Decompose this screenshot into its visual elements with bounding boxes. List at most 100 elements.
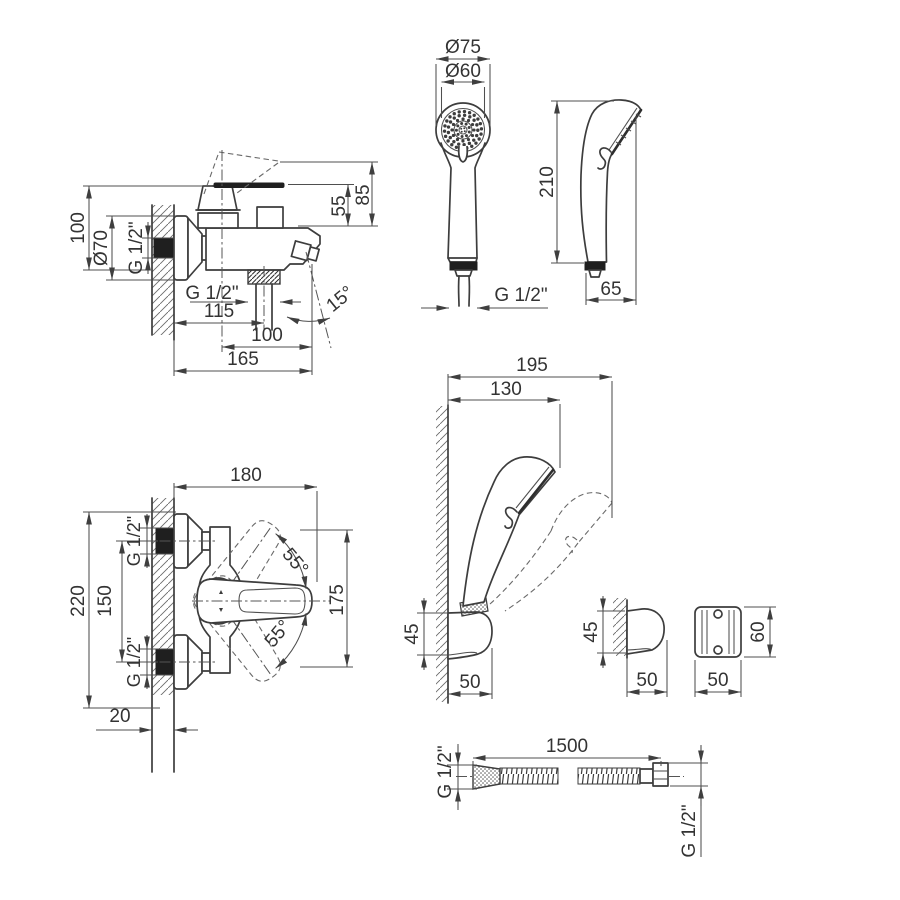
view-holder-side: 45 50 (581, 596, 668, 697)
diverter-knob (256, 206, 284, 229)
dim-220: 220 (68, 511, 176, 709)
dim-50-front: 50 (694, 660, 742, 697)
spout-nozzle (290, 240, 320, 262)
dim-label-220: 220 (68, 585, 89, 617)
dim-115: 115 (174, 301, 264, 326)
dim-thread-wall-g12: G 1/2" (126, 221, 174, 275)
handset-connector-band (584, 261, 606, 271)
dim-130: 130 (448, 379, 561, 468)
dim-label-150: 150 (95, 585, 116, 617)
dim-label-100b: 100 (251, 325, 283, 346)
dim-label-45-side: 45 (581, 621, 602, 642)
dim-label-1500: 1500 (546, 736, 588, 757)
mixer-handle (195, 151, 285, 229)
hose-nut (652, 762, 669, 787)
dim-label-50-front: 50 (707, 670, 728, 691)
dim-label-d70: Ø70 (91, 230, 112, 266)
dim-label-g12-hose-right: G 1/2" (679, 804, 700, 857)
dim-50-holder: 50 (448, 648, 493, 699)
view-holder-front: 60 50 (694, 606, 776, 697)
dim-label-15deg: 15° (323, 282, 359, 316)
spray-nozzle-dots (442, 109, 484, 151)
dim-handset-thread-g12: G 1/2" (421, 285, 548, 311)
dim-45-side: 45 (581, 596, 627, 668)
handset-clip-side (597, 147, 612, 170)
dim-1500: 1500 (472, 736, 662, 770)
dim-label-g12-shower: G 1/2" (185, 283, 238, 304)
dim-hose-g12-left: G 1/2" (435, 744, 477, 810)
temp-indicator-marks (219, 590, 223, 612)
view-bath-mixer-side: 100 Ø70 G 1/2" 55 85 (68, 150, 378, 376)
wall-section-holder (436, 374, 449, 704)
wall-hatch-holder-side (613, 598, 627, 656)
dim-label-20: 20 (109, 706, 130, 727)
dim-label-50-holder: 50 (459, 672, 480, 693)
dim-50-side: 50 (626, 640, 668, 697)
dim-d60: Ø60 (440, 61, 486, 118)
dim-swing-55-bottom: 55° (261, 613, 308, 669)
view-holder-wall: 195 130 45 50 (402, 355, 613, 704)
dim-label-115: 115 (204, 301, 234, 322)
handset-side-outline (579, 99, 642, 263)
dim-label-100: 100 (68, 212, 89, 244)
holder-side-outline (626, 608, 665, 655)
dim-45-holder: 45 (402, 598, 448, 670)
dim-label-g12-handset: G 1/2" (494, 285, 547, 306)
dim-thread-top-g12: G 1/2" (124, 514, 174, 568)
dim-label-195: 195 (516, 355, 548, 376)
dim-20: 20 (96, 706, 198, 733)
dim-label-55deg-top: 55° (278, 544, 313, 580)
dim-label-g12-wall: G 1/2" (126, 221, 147, 274)
hose-section-left (499, 767, 559, 785)
dim-65: 65 (585, 116, 637, 305)
hose-section-right (577, 767, 641, 785)
dim-label-g12-hose-left: G 1/2" (435, 745, 456, 798)
dim-handle-55-85: 55 85 (280, 161, 378, 227)
spout-axis-centerline (305, 251, 332, 349)
dim-label-85: 85 (353, 184, 374, 205)
wall-section-top-view (151, 483, 175, 773)
dim-label-d60: Ø60 (445, 61, 481, 82)
dim-label-60-front: 60 (748, 621, 769, 642)
dim-label-g12-top: G 1/2" (124, 516, 144, 566)
dim-label-65: 65 (600, 279, 621, 300)
mixer-body (205, 227, 321, 271)
dim-label-d75: Ø75 (445, 37, 481, 58)
dim-100b: 100 (222, 325, 312, 350)
hose-end-sleeve (639, 768, 654, 784)
wall-holder-bracket (447, 611, 493, 660)
screw-hole-bottom (713, 645, 723, 655)
dim-label-55deg-bottom: 55° (261, 616, 296, 652)
wall-thread-section (153, 237, 175, 259)
dim-195: 195 (448, 355, 613, 518)
handset-ghost-position (489, 492, 613, 612)
dim-label-45-holder: 45 (402, 623, 423, 644)
dim-label-210: 210 (537, 166, 558, 198)
dim-hose-g12-right: G 1/2" (668, 745, 708, 858)
wall-section (151, 204, 175, 376)
dim-thread-bottom-g12: G 1/2" (124, 635, 174, 689)
dim-210: 210 (537, 100, 614, 264)
handset-handle (440, 142, 486, 307)
view-mixer-top: 55° 55° 180 220 150 (68, 465, 353, 773)
dim-label-175: 175 (327, 584, 348, 616)
dim-60-front: 60 (744, 606, 776, 658)
dim-thread-shower-g12: G 1/2" (185, 283, 301, 305)
dim-165: 165 (174, 349, 312, 374)
hose-cone-fitting (472, 764, 501, 790)
dim-flange-d70: Ø70 (91, 215, 176, 281)
handset-connector-tail (588, 269, 602, 278)
dim-label-165: 165 (227, 349, 259, 370)
view-shower-hose: 1500 G 1/2" G 1/2" (435, 736, 708, 858)
dim-label-55: 55 (329, 195, 350, 216)
dim-swing-55-top: 55° (275, 533, 313, 589)
handset-clip-tab (457, 145, 469, 163)
view-handset-side: 210 65 (537, 99, 643, 305)
handset-in-holder (462, 456, 556, 607)
screw-hole-top (713, 609, 723, 619)
dim-label-180: 180 (230, 465, 262, 486)
dim-label-130: 130 (490, 379, 522, 400)
dim-d75: Ø75 (435, 37, 491, 126)
